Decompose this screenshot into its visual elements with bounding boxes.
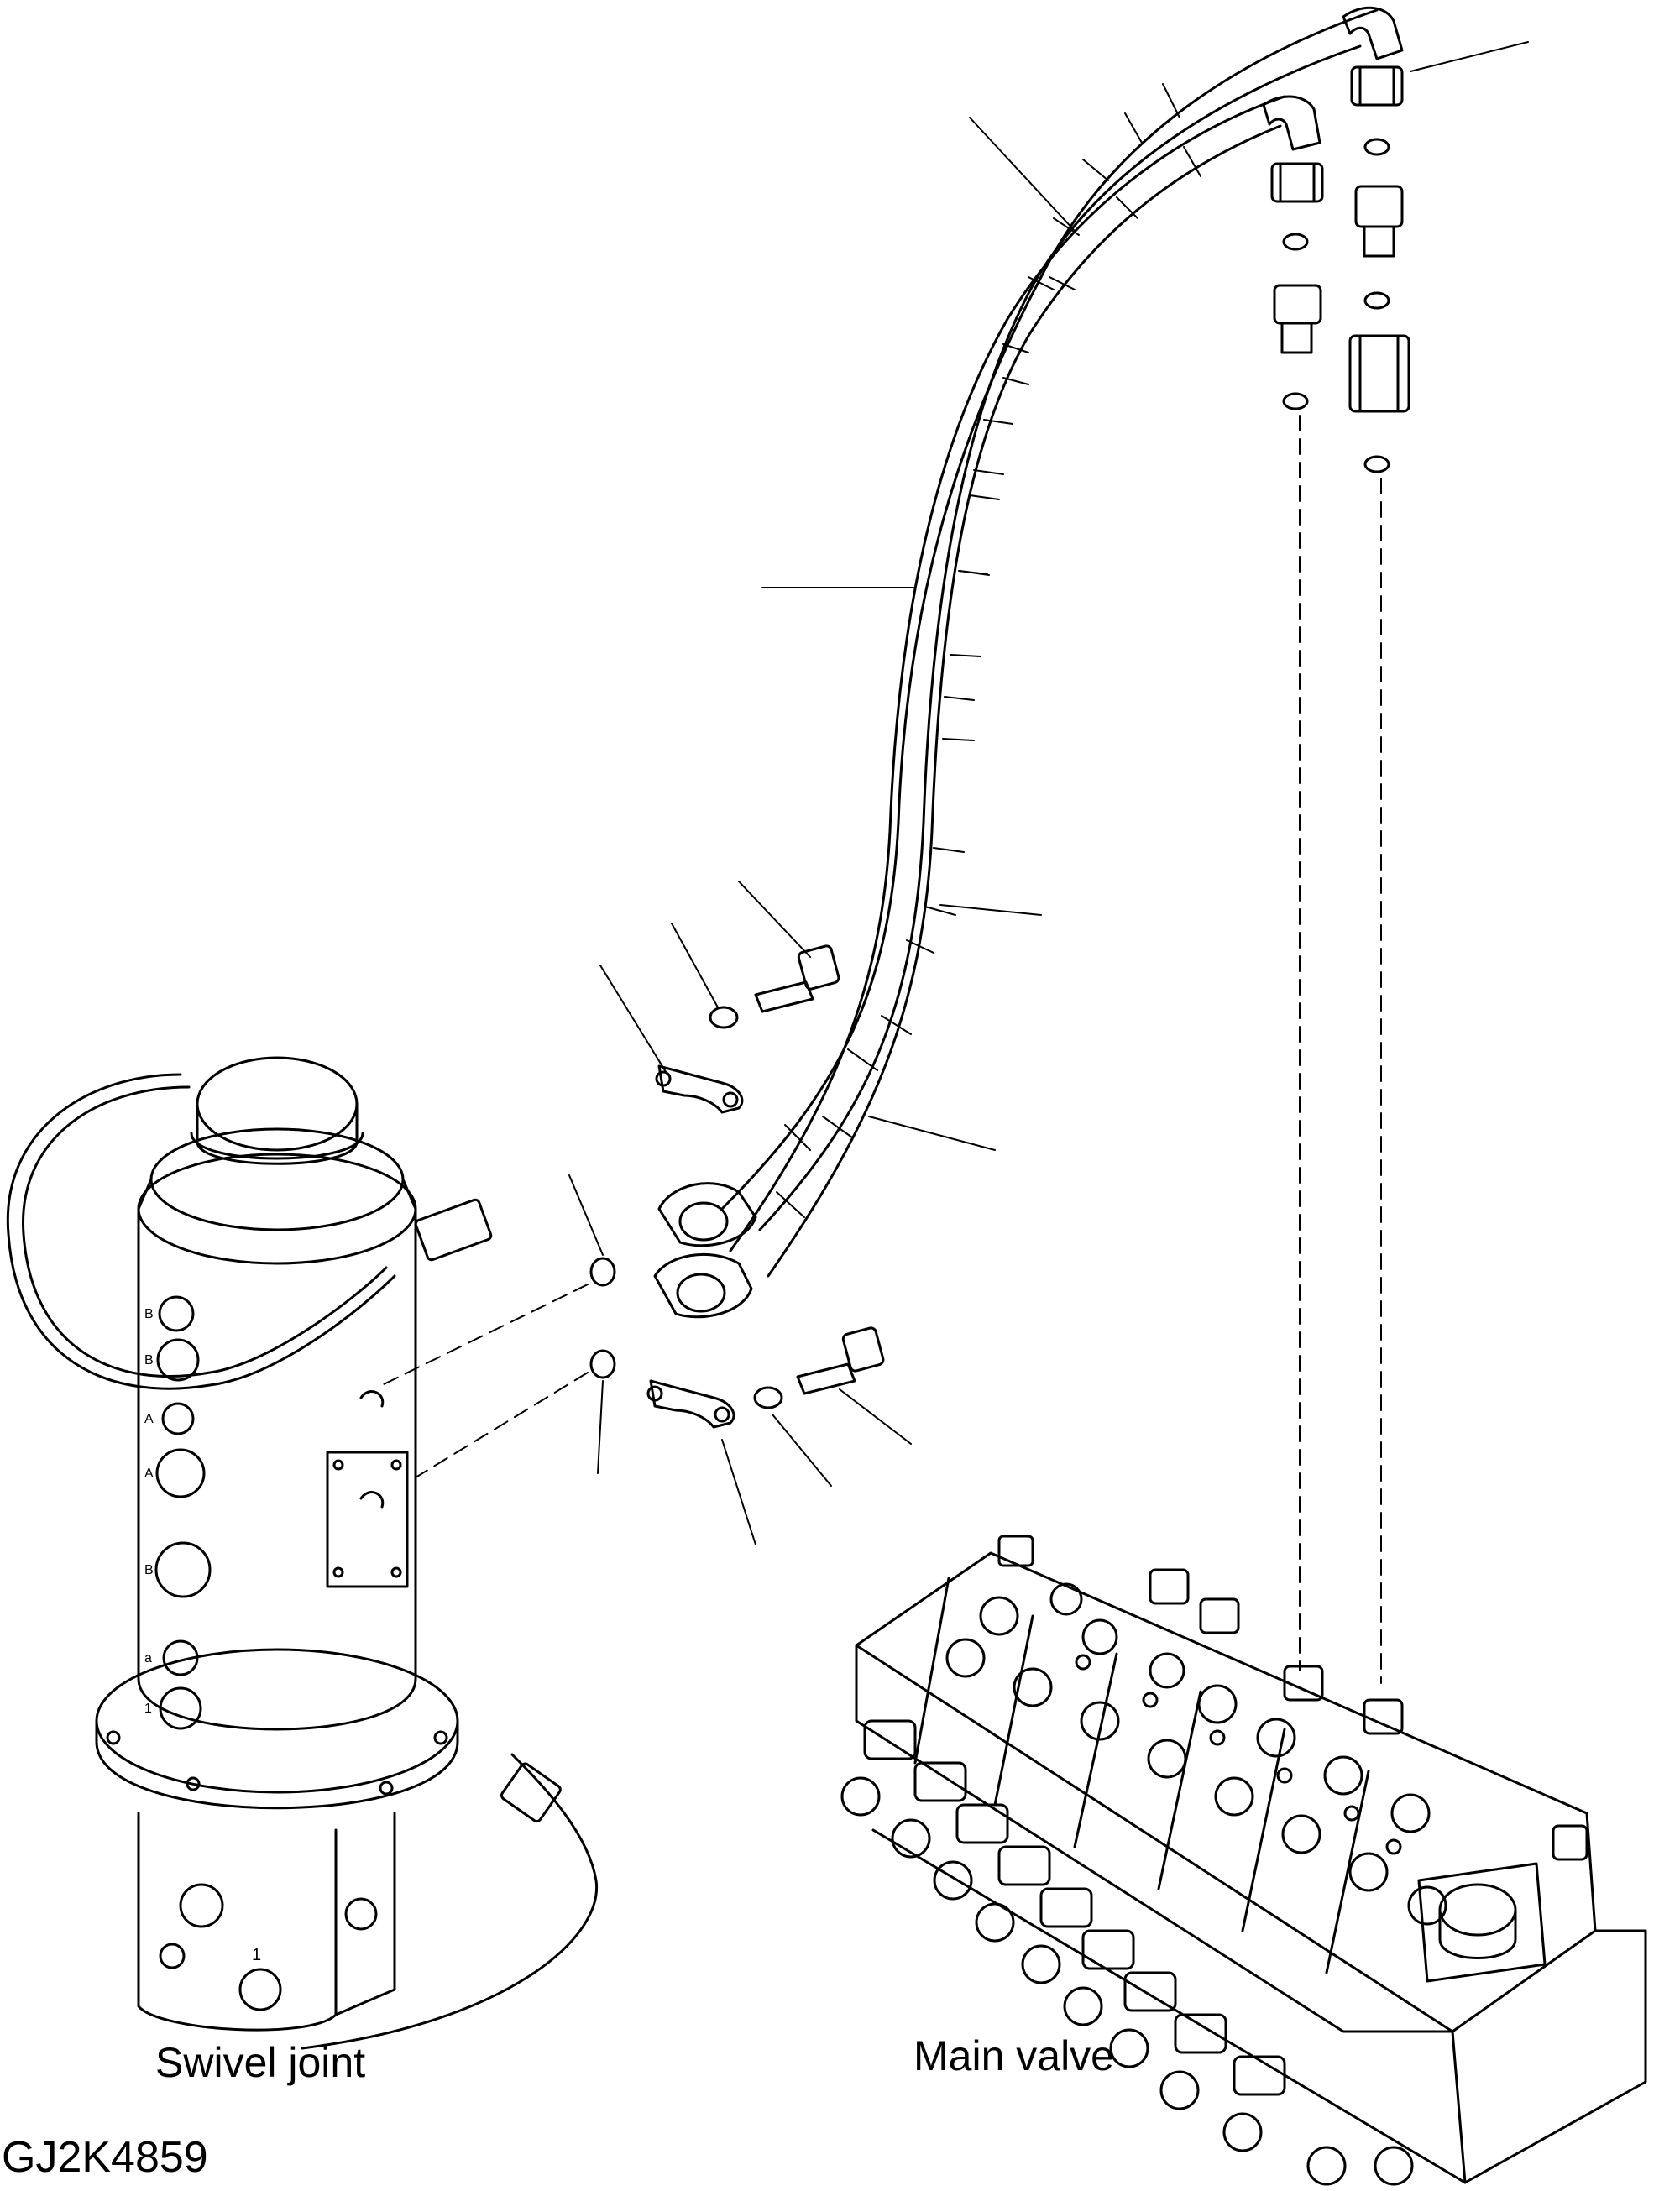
washer-upper	[709, 1006, 739, 1029]
swivel-joint	[6, 1056, 599, 2050]
port-mark: a	[144, 1651, 152, 1665]
split-flange-clamp-lower	[646, 1379, 735, 1429]
port-mark: B	[144, 1353, 154, 1367]
o-ring-lower	[589, 1349, 616, 1379]
flange-head-upper	[657, 1182, 757, 1247]
flange-head-lower	[653, 1252, 753, 1319]
split-flange-clamp-upper	[655, 1064, 744, 1114]
o-ring-upper	[589, 1257, 616, 1287]
hose-lower	[729, 95, 1286, 1278]
port-mark: 1	[144, 1702, 152, 1716]
fitting-stack-left	[1273, 233, 1322, 410]
elbow-fitting-lower	[1262, 95, 1324, 203]
alignment-lines	[381, 415, 1382, 1684]
swivel-port-marks: B B A A B a 1 1	[144, 1307, 261, 1964]
port-mark: B	[144, 1307, 154, 1321]
elbow-fitting-upper	[1342, 6, 1404, 107]
washer-lower	[753, 1386, 783, 1409]
fitting-stack-right	[1348, 138, 1410, 473]
main-valve	[840, 1535, 1647, 2186]
main-valve-caption: Main valve	[913, 2032, 1114, 2079]
port-mark: B	[144, 1563, 154, 1577]
bolt-lower	[796, 1326, 885, 1395]
bolt-upper	[754, 944, 840, 1013]
port-mark: A	[144, 1467, 154, 1481]
drawing-number: GJ2K4859	[2, 2133, 208, 2182]
leader-lines	[568, 41, 1529, 1545]
port-mark: A	[144, 1412, 154, 1426]
swivel-joint-caption: Swivel joint	[155, 2039, 366, 2086]
base-port-mark: 1	[252, 1946, 261, 1964]
hose-upper	[720, 8, 1379, 1231]
